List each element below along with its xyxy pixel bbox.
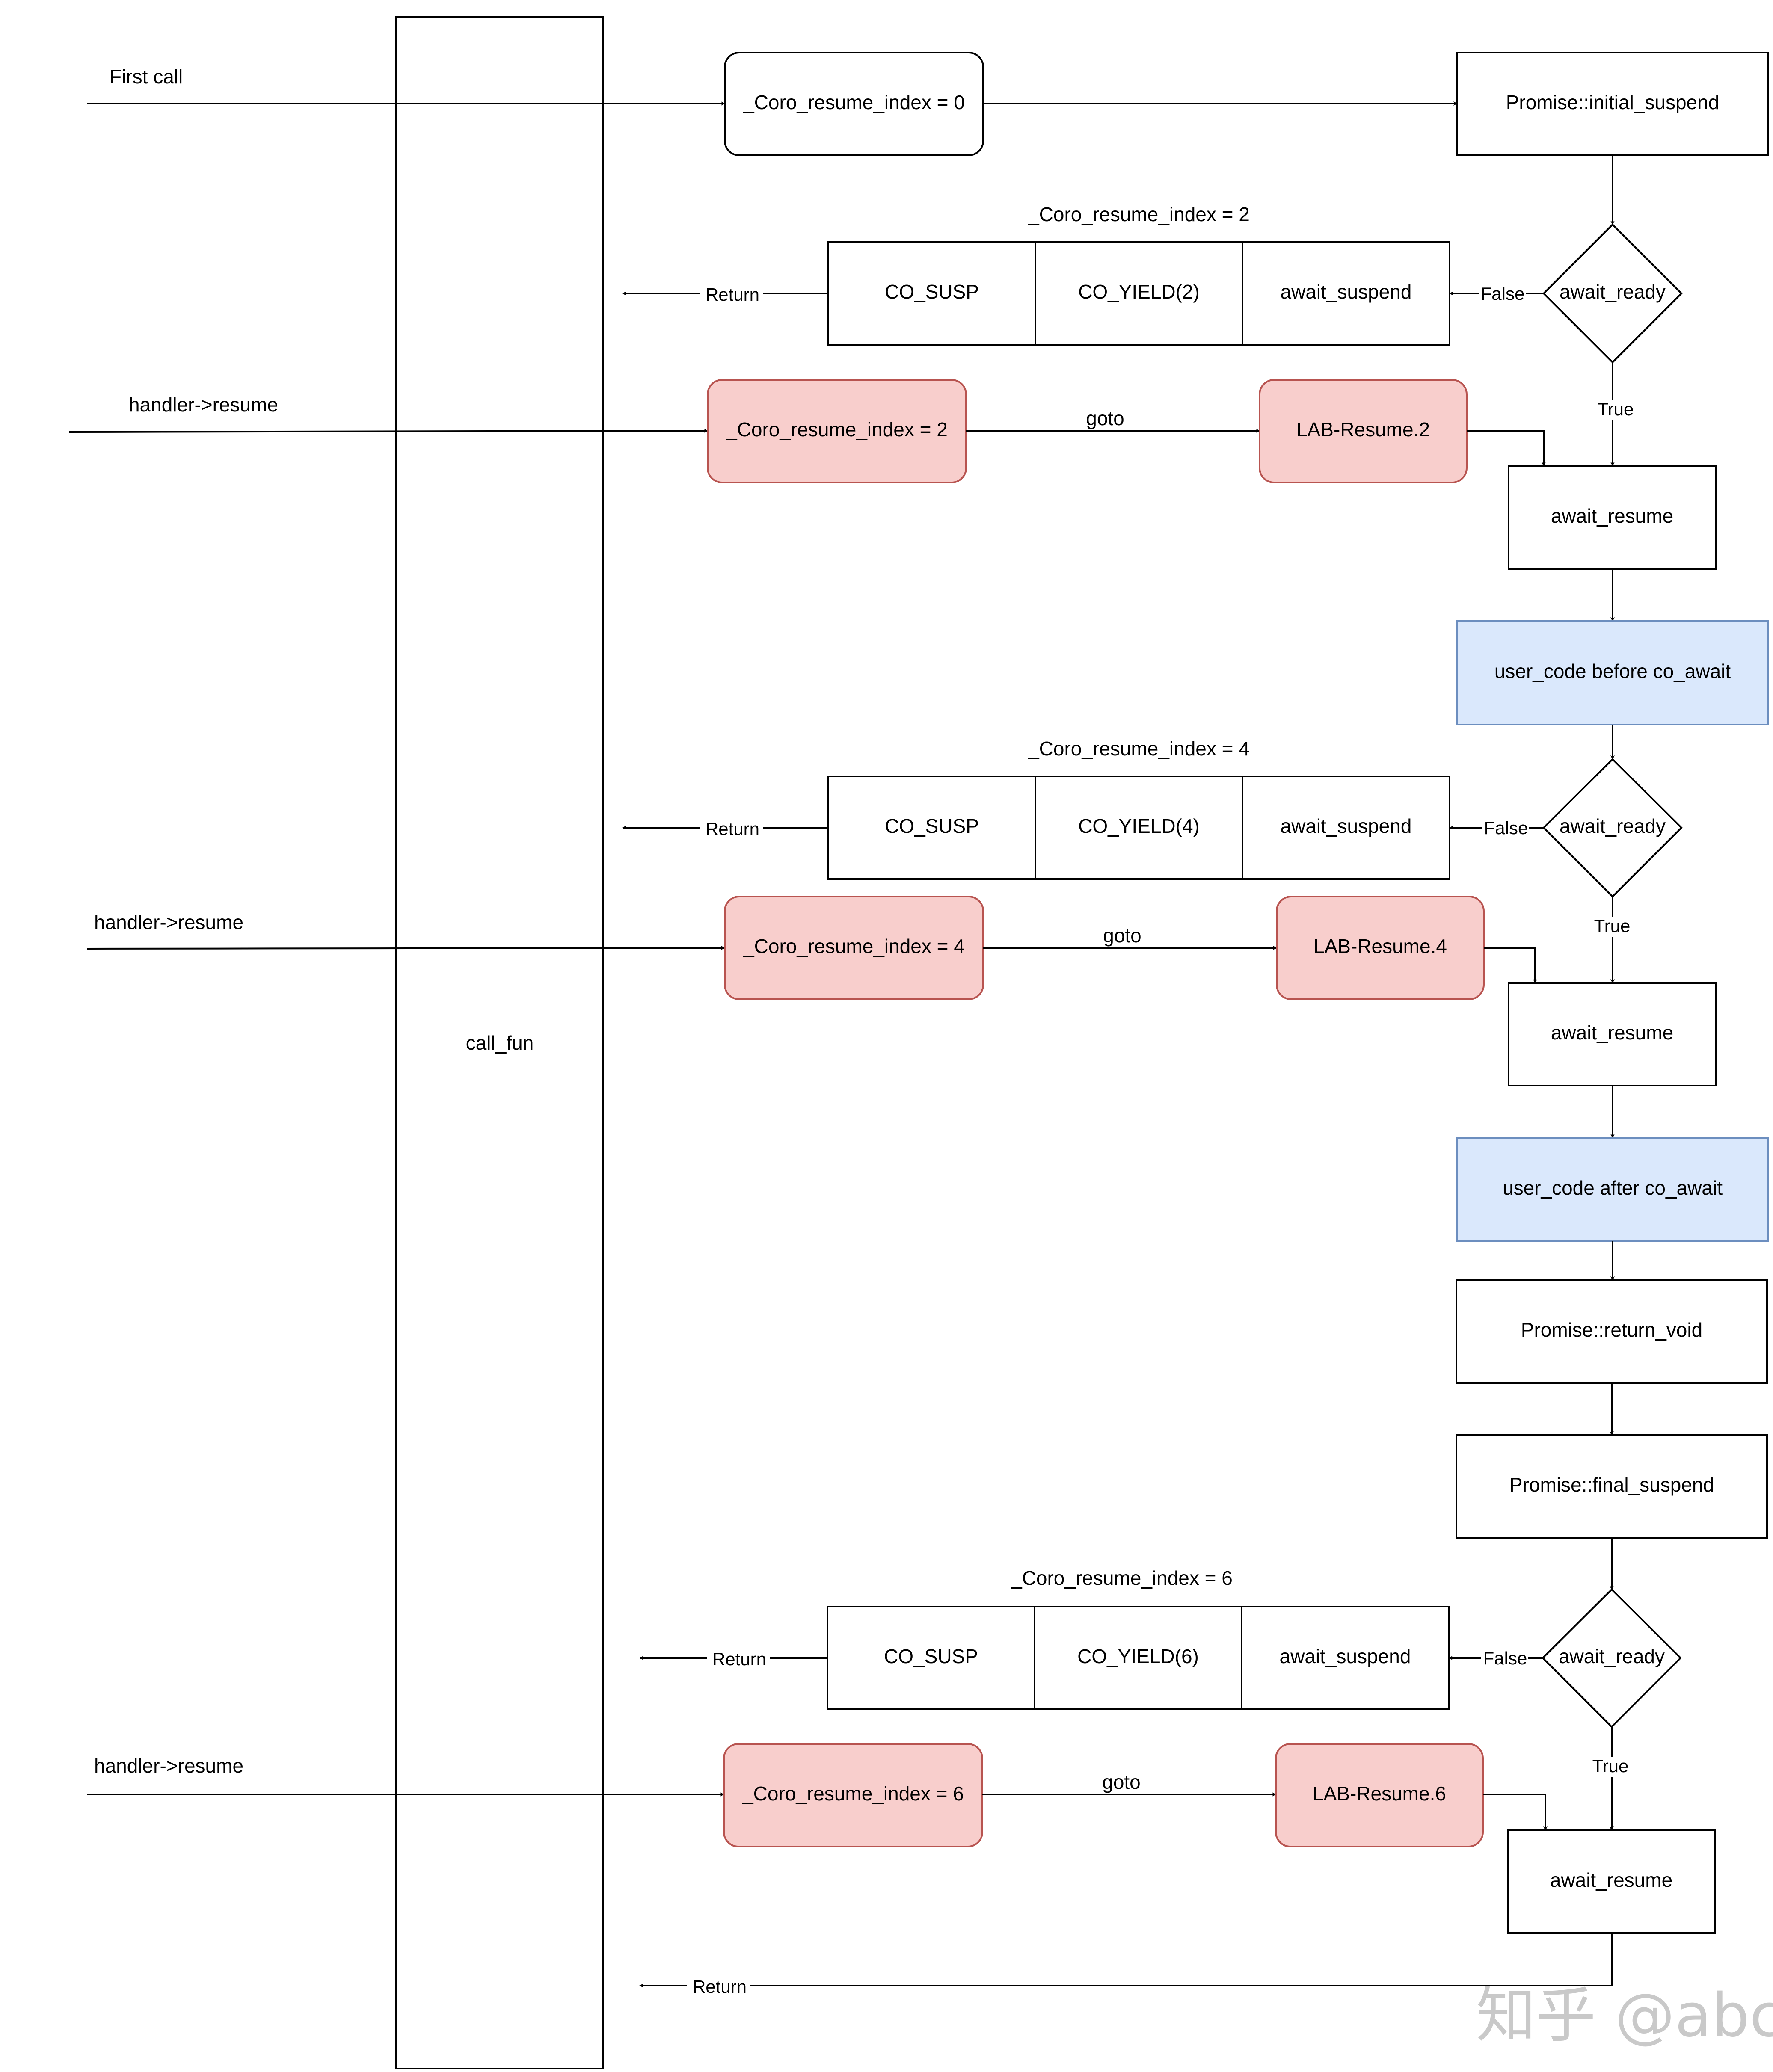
label-mask xyxy=(1482,819,1529,838)
final-suspend-label: Promise::final_suspend xyxy=(1509,1474,1714,1496)
await-3-header: _Coro_resume_index = 6 xyxy=(1011,1567,1233,1589)
true-1-label: True xyxy=(1598,399,1634,419)
handler-resume-1-arrow xyxy=(69,429,708,433)
await-resume-1-label: await_resume xyxy=(1551,505,1673,527)
resume-index-4-label: _Coro_resume_index = 4 xyxy=(743,935,965,957)
handler-resume-2-arrow xyxy=(86,946,725,950)
await-resume-3-box xyxy=(1507,1829,1716,1934)
await-1-header: _Coro_resume_index = 2 xyxy=(1028,203,1250,225)
initial-suspend-label: Promise::initial_suspend xyxy=(1506,91,1720,113)
user-code-after-box xyxy=(1456,1137,1769,1242)
true-3-label: True xyxy=(1592,1756,1629,1776)
await-resume-3-label: await_resume xyxy=(1550,1869,1672,1891)
handler-resume-3-label: handler->resume xyxy=(94,1755,243,1777)
await-ready-1-label: await_ready xyxy=(1560,281,1666,303)
false-2-label: False xyxy=(1484,818,1528,838)
return-void-label: Promise::return_void xyxy=(1521,1319,1702,1341)
call-fun-column xyxy=(395,16,604,2069)
lab-resume-4-label: LAB-Resume.4 xyxy=(1313,935,1447,957)
label-mask xyxy=(1591,400,1634,420)
false-1-label: False xyxy=(1481,284,1525,304)
call-fun-label: call_fun xyxy=(466,1032,534,1054)
co-yield-4-label: CO_YIELD(4) xyxy=(1078,815,1200,837)
return-1-label: Return xyxy=(706,284,759,305)
co-susp-2-label: CO_SUSP xyxy=(885,815,979,837)
await-suspend-1-label: await_suspend xyxy=(1281,281,1412,303)
label-mask xyxy=(707,1650,770,1670)
label-mask xyxy=(1589,1757,1632,1777)
await-resume-2-label: await_resume xyxy=(1551,1021,1673,1044)
await-1-suspend-group xyxy=(827,241,1450,346)
goto-3-label: goto xyxy=(1102,1771,1141,1793)
return-void-box xyxy=(1456,1279,1768,1384)
await-ready-3-label: await_ready xyxy=(1559,1645,1665,1667)
user-code-before-box xyxy=(1456,620,1769,725)
await-2-suspend-group xyxy=(827,776,1450,880)
await-resume-2-box xyxy=(1508,982,1717,1086)
true-2-label: True xyxy=(1594,916,1631,936)
label-mask xyxy=(700,286,763,305)
await-3-suspend-group xyxy=(827,1606,1450,1710)
label-mask xyxy=(700,820,763,840)
goto-2-label: goto xyxy=(1103,924,1141,947)
user-code-after-label: user_code after co_await xyxy=(1503,1177,1723,1199)
return-3-label: Return xyxy=(712,1649,766,1669)
lab-to-await-resume-2-arrow xyxy=(1484,947,1537,983)
label-mask xyxy=(1591,917,1634,937)
await-suspend-3-label: await_suspend xyxy=(1280,1645,1411,1667)
co-yield-6-label: CO_YIELD(6) xyxy=(1077,1645,1199,1667)
final-return-label: Return xyxy=(693,1977,747,1997)
goto-1-label: goto xyxy=(1086,407,1124,429)
resume-index-0-label: _Coro_resume_index = 0 xyxy=(743,91,965,113)
lab-to-await-resume-1-arrow xyxy=(1467,430,1546,466)
final-return-arrow xyxy=(639,1933,1613,1988)
label-mask xyxy=(687,1978,750,1998)
lab-resume-6-label: LAB-Resume.6 xyxy=(1313,1782,1446,1805)
watermark: 知乎 @abc xyxy=(1476,1981,1773,2051)
co-susp-3-label: CO_SUSP xyxy=(884,1645,978,1667)
first-call-label: First call xyxy=(110,65,183,88)
resume-index-2-label: _Coro_resume_index = 2 xyxy=(726,418,948,441)
user-code-before-label: user_code before co_await xyxy=(1494,660,1731,682)
label-mask xyxy=(1479,284,1526,303)
final-suspend-box xyxy=(1456,1434,1768,1539)
lab-to-await-resume-3-arrow xyxy=(1483,1794,1548,1831)
label-mask xyxy=(1481,1649,1528,1668)
await-2-header: _Coro_resume_index = 4 xyxy=(1028,737,1250,760)
await-ready-2-label: await_ready xyxy=(1560,815,1666,837)
handler-resume-1-label: handler->resume xyxy=(129,394,278,416)
co-susp-1-label: CO_SUSP xyxy=(885,281,979,303)
await-suspend-2-label: await_suspend xyxy=(1281,815,1412,837)
co-yield-2-label: CO_YIELD(2) xyxy=(1078,281,1200,303)
return-2-label: Return xyxy=(706,819,759,839)
lab-resume-2-label: LAB-Resume.2 xyxy=(1296,418,1430,441)
false-3-label: False xyxy=(1483,1648,1527,1668)
handler-resume-2-label: handler->resume xyxy=(94,911,243,933)
resume-index-6-label: _Coro_resume_index = 6 xyxy=(742,1782,964,1805)
